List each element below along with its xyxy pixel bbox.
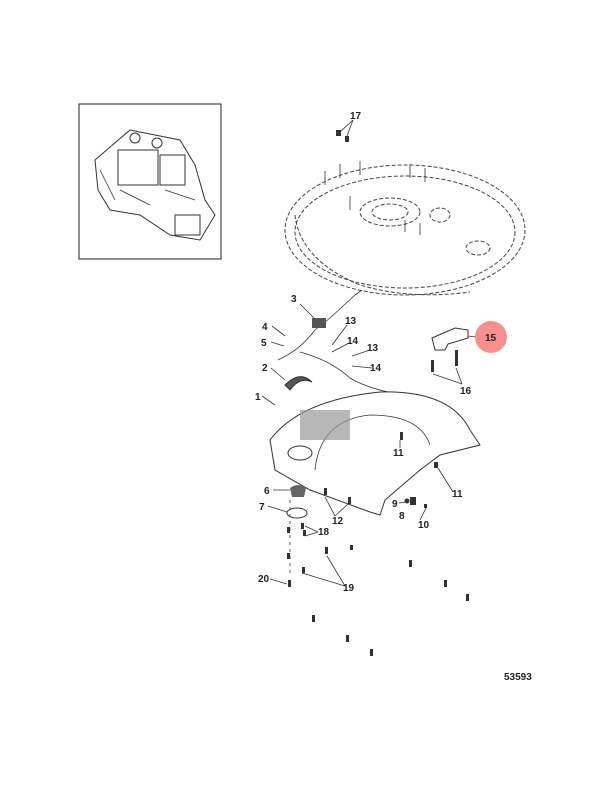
callout-3[interactable]: 3: [291, 294, 297, 305]
clamp-2: [284, 376, 313, 391]
callout-11[interactable]: 11: [452, 489, 463, 500]
engine-inset: [78, 103, 222, 260]
callout-19[interactable]: 19: [343, 583, 355, 594]
callout-9[interactable]: 9: [392, 499, 398, 510]
callout-11[interactable]: 11: [393, 448, 404, 459]
callout-14[interactable]: 14: [370, 363, 382, 374]
bolt-17: [336, 130, 349, 142]
callout-15[interactable]: 15: [485, 333, 497, 344]
callout-12[interactable]: 12: [332, 516, 344, 527]
fasteners: [286, 432, 469, 656]
callout-1[interactable]: 1: [255, 392, 261, 403]
callout-2[interactable]: 2: [262, 363, 268, 374]
callout-7[interactable]: 7: [259, 502, 265, 513]
callout-8[interactable]: 8: [399, 511, 405, 522]
leader-lines: [261, 119, 477, 587]
callout-13[interactable]: 13: [345, 316, 357, 327]
figure-number: 53593: [504, 672, 532, 683]
callout-13[interactable]: 13: [367, 343, 379, 354]
callout-5[interactable]: 5: [261, 338, 267, 349]
bracket-15: [431, 327, 469, 372]
callout-18[interactable]: 18: [318, 527, 330, 538]
callout-20[interactable]: 20: [258, 574, 270, 585]
flywheel-housing: [284, 161, 526, 296]
callout-17[interactable]: 17: [350, 111, 362, 122]
flywheel-cover: [269, 391, 481, 516]
callout-14[interactable]: 14: [347, 336, 359, 347]
callout-10[interactable]: 10: [418, 520, 430, 531]
callout-16[interactable]: 16: [460, 386, 472, 397]
highlight-circle-15[interactable]: [475, 321, 507, 353]
callout-4[interactable]: 4: [262, 322, 268, 333]
engine-illustration: [94, 129, 216, 241]
callout-6[interactable]: 6: [264, 486, 270, 497]
